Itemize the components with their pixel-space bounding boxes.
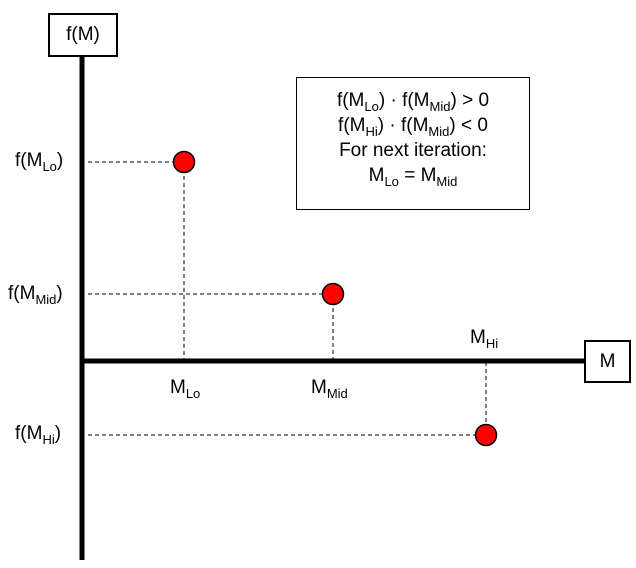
- y-label-hi: f(MHi): [15, 423, 62, 447]
- x-label-lo: MLo: [170, 377, 201, 401]
- y-axis-label: f(M): [66, 24, 100, 45]
- x-axis-label: M: [599, 350, 616, 372]
- rule-line-3: For next iteration:: [339, 140, 487, 161]
- point-mid: [321, 282, 345, 306]
- x-axis-label-box: M: [584, 340, 631, 383]
- rule-line-2: f(MHi) · f(MMid) < 0: [338, 115, 488, 139]
- x-label-hi: MHi: [470, 327, 499, 351]
- x-label-mid: MMid: [311, 377, 348, 401]
- y-axis-label-box: f(M): [48, 13, 118, 57]
- point-lo: [172, 150, 196, 174]
- point-hi: [474, 423, 498, 447]
- y-label-mid: f(MMid): [8, 283, 63, 307]
- rule-line-1: f(MLo) · f(MMid) > 0: [336, 90, 490, 114]
- iteration-rule-box: f(MLo) · f(MMid) > 0 f(MHi) · f(MMid) < …: [296, 77, 530, 210]
- y-label-lo: f(MLo): [15, 150, 64, 174]
- rule-line-4: MLo = MMid: [368, 165, 458, 189]
